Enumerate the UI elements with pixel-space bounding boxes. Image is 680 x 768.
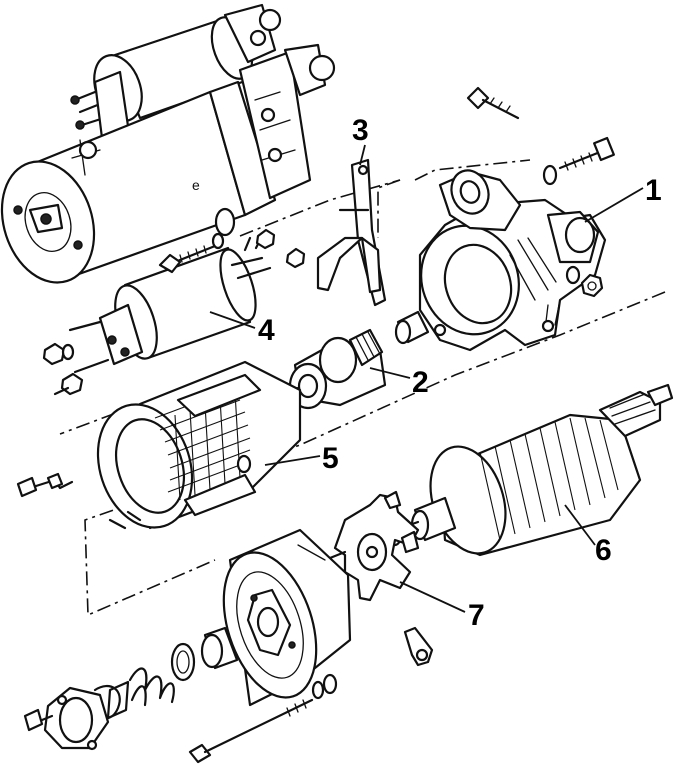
brush-clip	[16, 472, 74, 498]
terminal-lug	[403, 626, 434, 667]
shift-lever	[316, 158, 387, 307]
through-bolt	[188, 673, 338, 764]
cover-cap	[23, 686, 110, 751]
spring	[106, 667, 175, 720]
bolt-right	[542, 136, 615, 186]
field-frame	[96, 360, 302, 530]
callout-3: 3	[352, 114, 369, 147]
assembly-axis-lines	[59, 159, 666, 617]
drive-end-housing	[418, 169, 607, 352]
assembled-starter-motor: e	[0, 3, 336, 284]
bolt-top	[466, 86, 520, 120]
bushing	[394, 310, 430, 345]
drive-pinion	[283, 328, 387, 410]
bearing-sleeve	[170, 626, 239, 682]
callout-labels: 1 2 3 4 5 6 7	[258, 114, 662, 632]
nuts-right	[565, 265, 604, 298]
solenoid	[68, 234, 272, 374]
callout-5: 5	[322, 442, 339, 475]
brush-holder-plate	[323, 490, 420, 602]
callout-6: 6	[595, 534, 612, 567]
svg-text:e: e	[192, 177, 200, 193]
callout-7: 7	[468, 599, 485, 632]
callout-4: 4	[258, 314, 275, 347]
callout-2: 2	[412, 366, 429, 399]
solenoid-fasteners	[42, 228, 306, 396]
callout-1: 1	[645, 174, 662, 207]
end-cap	[222, 528, 352, 707]
leader-lines	[209, 144, 644, 613]
armature	[387, 383, 674, 557]
